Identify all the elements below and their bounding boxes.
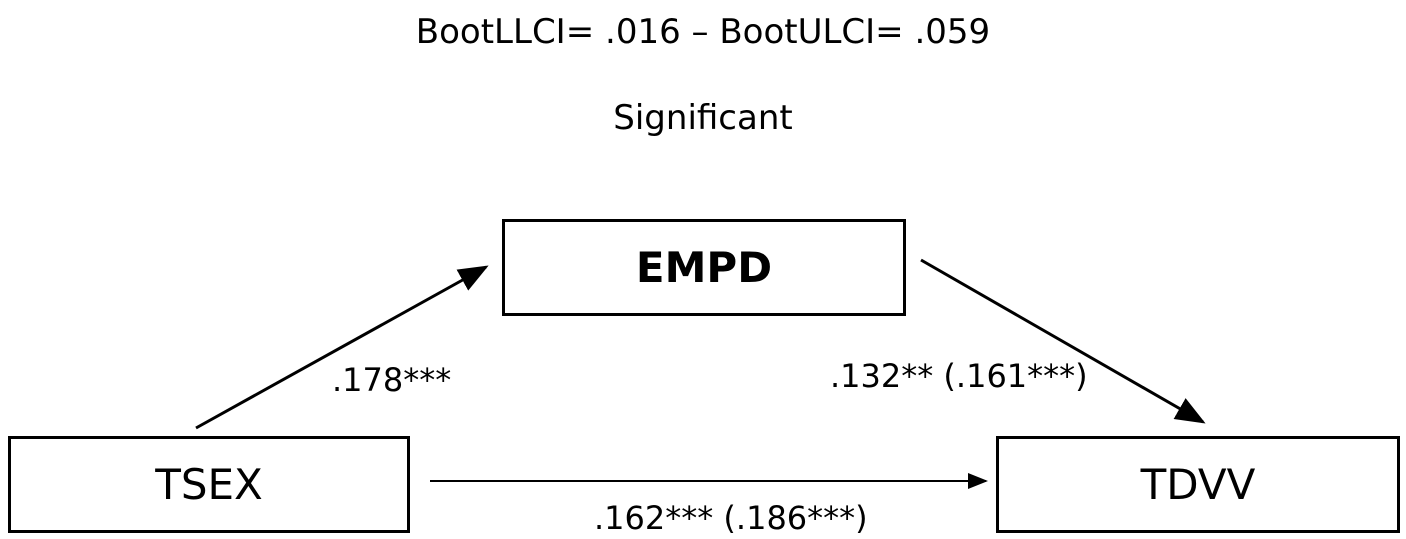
predictor-label: TSEX — [155, 460, 263, 509]
predictor-box: TSEX — [8, 436, 410, 533]
outcome-box: TDVV — [996, 436, 1400, 533]
significance-text: Significant — [613, 98, 793, 138]
path-c-coefficient: .162*** (.186***) — [594, 499, 868, 537]
arrow-mediator-to-outcome — [920, 258, 1206, 424]
path-b-coefficient: .132** (.161***) — [830, 357, 1088, 395]
confidence-interval-text: BootLLCI= .016 – BootULCI= .059 — [415, 12, 991, 52]
arrow-predictor-to-mediator — [195, 265, 489, 430]
mediator-box: EMPD — [502, 219, 906, 316]
path-a-coefficient: .178*** — [332, 361, 452, 399]
outcome-label: TDVV — [1140, 460, 1256, 509]
mediator-label: EMPD — [635, 243, 773, 292]
